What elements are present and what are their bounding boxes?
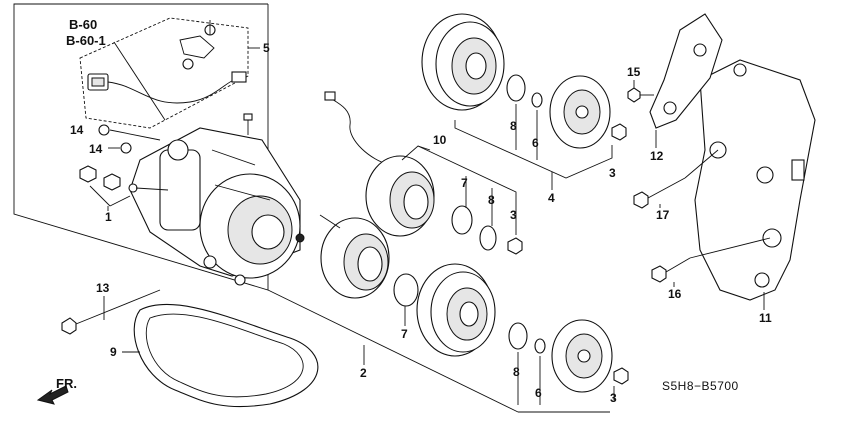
compressor-body — [129, 127, 305, 286]
reference-b60-1[interactable]: B-60-1 — [66, 33, 106, 48]
callout-5[interactable]: 5 — [263, 41, 270, 55]
snap-ring-8-lower[interactable] — [508, 322, 528, 350]
snap-ring-7-lower[interactable] — [393, 273, 419, 307]
relief-valve-fittings — [79, 165, 169, 193]
callout-14-upper[interactable]: 14 — [70, 123, 84, 137]
callout-12[interactable]: 12 — [650, 149, 664, 163]
callout-15[interactable]: 15 — [627, 65, 641, 79]
field-coil-lower — [319, 214, 390, 299]
callout-6-lower[interactable]: 6 — [535, 386, 542, 400]
callout-13[interactable]: 13 — [96, 281, 110, 295]
pulley-lower — [416, 263, 496, 357]
front-direction-label: FR. — [56, 376, 77, 391]
compressor-bracket — [694, 59, 816, 301]
callout-1[interactable]: 1 — [105, 210, 112, 224]
shim-6-upper[interactable] — [531, 92, 543, 108]
callout-17[interactable]: 17 — [656, 208, 670, 222]
callout-7-upper[interactable]: 7 — [461, 176, 468, 190]
callout-10[interactable]: 10 — [433, 133, 447, 147]
reference-b60[interactable]: B-60 — [69, 17, 97, 32]
shim-8-middle[interactable] — [479, 225, 497, 251]
field-coil-with-lead — [324, 91, 435, 237]
callout-8-lower[interactable]: 8 — [513, 365, 520, 379]
snap-ring-8-upper[interactable] — [506, 74, 526, 102]
bracket-plate-12 — [649, 13, 723, 129]
nut-14-upper[interactable] — [98, 124, 110, 136]
callout-7-lower[interactable]: 7 — [401, 327, 408, 341]
callout-3-upper[interactable]: 3 — [609, 166, 616, 180]
direction-arrow — [36, 385, 69, 405]
callout-16[interactable]: 16 — [668, 287, 682, 301]
wiring-harness — [87, 20, 247, 104]
shim-6-lower[interactable] — [534, 338, 546, 354]
callout-3-lower[interactable]: 3 — [610, 391, 617, 405]
callout-4[interactable]: 4 — [548, 191, 555, 205]
pulley-upper — [421, 13, 505, 111]
harness-subframe — [79, 17, 249, 129]
diagram-code: S5H8−B5700 — [662, 379, 739, 393]
armature-plate-lower — [551, 319, 613, 393]
bolt-13 — [61, 289, 161, 335]
armature-plate-upper — [549, 75, 611, 149]
nut-3-middle[interactable] — [507, 237, 523, 255]
callout-8-upper[interactable]: 8 — [510, 119, 517, 133]
callout-8-middle[interactable]: 8 — [488, 193, 495, 207]
callout-3-middle[interactable]: 3 — [510, 208, 517, 222]
callout-6-upper[interactable]: 6 — [532, 136, 539, 150]
bolt-16 — [651, 257, 691, 283]
snap-ring-7-upper[interactable] — [451, 205, 473, 235]
callout-14-lower[interactable]: 14 — [89, 142, 103, 156]
callout-9[interactable]: 9 — [110, 345, 117, 359]
nut-14-lower[interactable] — [120, 142, 132, 154]
nut-3-lower[interactable] — [613, 367, 629, 385]
bolt-15 — [627, 87, 654, 103]
callout-2[interactable]: 2 — [360, 366, 367, 380]
frame-lines — [13, 3, 610, 413]
callout-11[interactable]: 11 — [759, 311, 772, 325]
belt-9 — [133, 303, 319, 408]
nut-3-upper[interactable] — [611, 123, 627, 141]
bolt-17 — [633, 177, 686, 209]
